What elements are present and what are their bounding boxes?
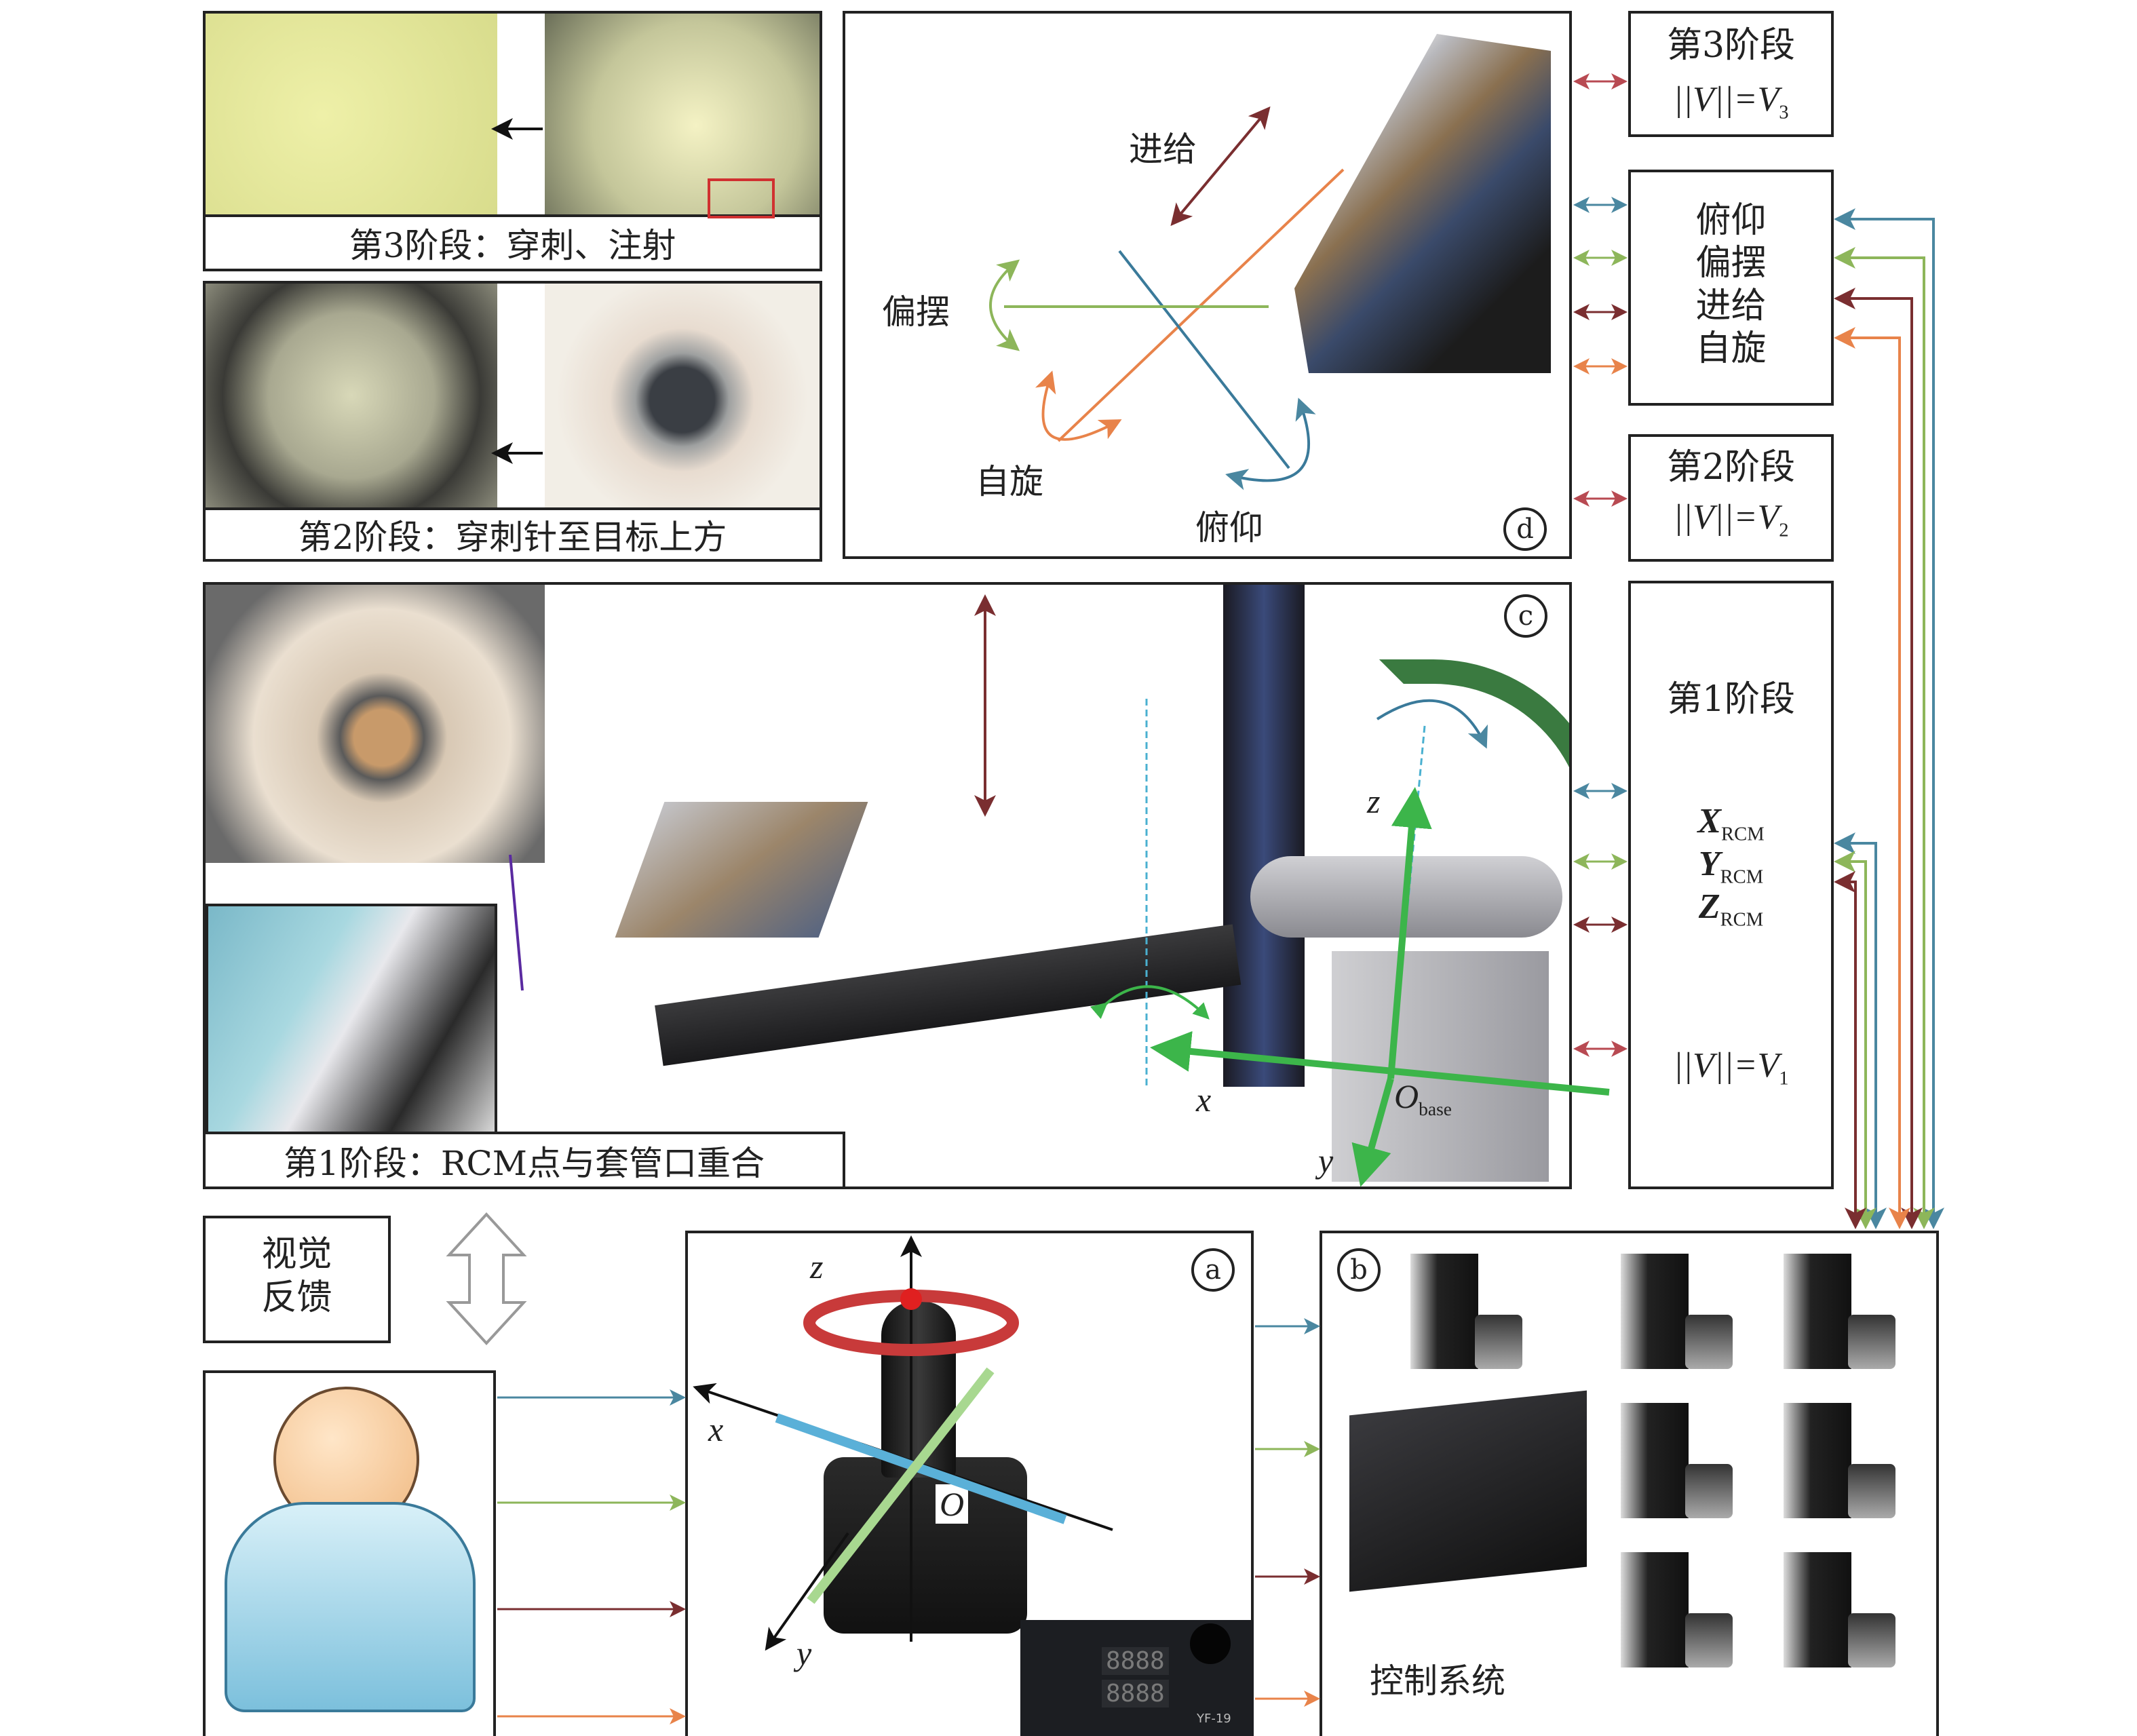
servo-motor-icon bbox=[1475, 1315, 1522, 1369]
stage3-box: 第3阶段 ||V||=V3 bbox=[1628, 11, 1834, 137]
visual-feedback-box: 视觉 反馈 bbox=[203, 1216, 391, 1343]
servo-drive-icon bbox=[1784, 1254, 1895, 1369]
control-to-stage-lines bbox=[1834, 208, 1944, 1229]
speed-sub: 3 bbox=[1779, 102, 1789, 123]
coord-sub: RCM bbox=[1720, 866, 1764, 888]
servo-drive-icon bbox=[1621, 1403, 1733, 1518]
operator-box bbox=[203, 1370, 496, 1736]
joystick-origin: O bbox=[936, 1484, 969, 1524]
stage2-closeup-photo bbox=[206, 284, 497, 507]
coord-sub: RCM bbox=[1721, 824, 1765, 845]
motion-pitch-label: 俯仰 bbox=[1195, 508, 1263, 547]
speed-lhs: ||V||= bbox=[1673, 80, 1758, 119]
control-system-title: 控制系统 bbox=[1370, 1661, 1505, 1701]
servo-motor-icon bbox=[1685, 1315, 1733, 1369]
stage2-caption: 第2阶段：穿刺针至目标上方 bbox=[203, 507, 822, 562]
stage2-eye-photo bbox=[545, 284, 820, 507]
servo-drive-icon bbox=[1621, 1552, 1733, 1667]
joystick-to-control-arrows bbox=[1255, 1318, 1320, 1707]
servo-drive-icon bbox=[1410, 1254, 1522, 1369]
device-model: YF-19 bbox=[1197, 1712, 1231, 1726]
motion-yaw-label: 偏摆 bbox=[882, 292, 950, 332]
speed-lhs: ||V||= bbox=[1673, 1046, 1758, 1085]
display-1: 8888 bbox=[1102, 1647, 1169, 1675]
coord-x-rcm: XRCM bbox=[1631, 801, 1831, 847]
photo-zoom-arrows bbox=[491, 118, 543, 464]
motion-roll-label: 自旋 bbox=[976, 462, 1043, 501]
stage1-title: 第1阶段 bbox=[1666, 679, 1796, 720]
stage1-caption: 第1阶段：RCM点与套管口重合 bbox=[203, 1132, 845, 1189]
stage3-title: 第3阶段 bbox=[1666, 25, 1796, 66]
origin-subscript: base bbox=[1419, 1098, 1452, 1119]
coord-var: X bbox=[1697, 802, 1722, 841]
operator-body-icon bbox=[225, 1502, 476, 1712]
stage2-title: 第2阶段 bbox=[1666, 447, 1796, 488]
axis-x-label: x bbox=[1196, 1081, 1212, 1119]
joystick-axis-x: x bbox=[708, 1410, 724, 1448]
panel-d-end-effector: d 进给 偏摆 自旋 俯仰 bbox=[843, 11, 1572, 559]
joystick-axes bbox=[693, 1235, 1113, 1651]
stage2-box: 第2阶段 ||V||=V2 bbox=[1628, 434, 1834, 562]
servo-motor-icon bbox=[1848, 1315, 1895, 1369]
stage2-photo-panel: 第2阶段：穿刺针至目标上方 bbox=[203, 281, 822, 562]
coord-y-rcm: YRCM bbox=[1631, 843, 1831, 889]
operator-to-joystick-arrows bbox=[497, 1389, 686, 1724]
motion-feed: 进给 bbox=[1695, 286, 1767, 326]
servo-drive-icon bbox=[1784, 1552, 1895, 1667]
panel-to-stage-arrows bbox=[1573, 73, 1628, 1057]
surgeon-microscope-photo bbox=[206, 904, 497, 1134]
target-highlight bbox=[708, 178, 775, 218]
panel-b-control-system: b 控制系统 bbox=[1320, 1231, 1939, 1736]
stage3-closeup-photo bbox=[206, 14, 497, 217]
coord-sub: RCM bbox=[1720, 909, 1764, 931]
visual-feedback-double-arrow[interactable] bbox=[446, 1212, 527, 1345]
origin-letter: O bbox=[1394, 1077, 1419, 1115]
stage1-box: 第1阶段 XRCM YRCM ZRCM ||V||=V1 bbox=[1628, 581, 1834, 1189]
visual-feedback-line1: 视觉 bbox=[261, 1234, 332, 1275]
speed-lhs: ||V||= bbox=[1673, 498, 1758, 537]
panel-b-label: b bbox=[1337, 1248, 1381, 1292]
joystick-axis-z: z bbox=[810, 1248, 824, 1286]
speed-var: V bbox=[1757, 498, 1779, 537]
axis-z-label: z bbox=[1367, 782, 1381, 820]
servo-motor-icon bbox=[1848, 1464, 1895, 1518]
stage3-speed: ||V||=V3 bbox=[1631, 79, 1831, 125]
speed-var: V bbox=[1757, 80, 1779, 119]
servo-motor-icon bbox=[1685, 1464, 1733, 1518]
motion-pitch: 俯仰 bbox=[1695, 200, 1767, 241]
control-knob bbox=[1190, 1623, 1231, 1664]
joystick-stick bbox=[881, 1301, 956, 1478]
panel-c-label: c bbox=[1504, 594, 1547, 638]
surgical-field-photo bbox=[206, 585, 545, 863]
visual-feedback-line2: 反馈 bbox=[261, 1277, 332, 1318]
origin-label: Obase bbox=[1394, 1077, 1452, 1120]
robot-column bbox=[1223, 585, 1305, 1087]
coord-z-rcm: ZRCM bbox=[1631, 886, 1831, 932]
motion-yaw: 偏摆 bbox=[1695, 243, 1767, 284]
stage1-speed: ||V||=V1 bbox=[1631, 1045, 1831, 1091]
control-panel-photo: 8888 8888 YF-19 bbox=[1020, 1620, 1254, 1736]
servo-motor-icon bbox=[1685, 1613, 1733, 1667]
motions-box: 俯仰 偏摆 进给 自旋 bbox=[1628, 170, 1834, 406]
axis-y-label: y bbox=[1318, 1142, 1334, 1180]
motion-roll: 自旋 bbox=[1695, 328, 1767, 369]
servo-motor-icon bbox=[1848, 1613, 1895, 1667]
speed-var: V bbox=[1757, 1046, 1779, 1085]
stage2-speed: ||V||=V2 bbox=[1631, 497, 1831, 543]
joystick-axis-y: y bbox=[796, 1634, 812, 1672]
speed-sub: 1 bbox=[1779, 1068, 1789, 1089]
servo-drive-icon bbox=[1784, 1403, 1895, 1518]
speed-sub: 2 bbox=[1779, 520, 1789, 541]
panel-c-axes bbox=[509, 594, 1610, 1187]
servo-drive-icon bbox=[1621, 1254, 1733, 1369]
coord-var: Y bbox=[1698, 845, 1720, 883]
coord-var: Z bbox=[1698, 887, 1720, 926]
panel-d-label: d bbox=[1503, 507, 1547, 551]
panel-a-label: a bbox=[1191, 1248, 1235, 1292]
stage3-caption: 第3阶段：穿刺、注射 bbox=[203, 214, 822, 271]
panel-d-motion-arrows bbox=[989, 106, 1345, 490]
display-2: 8888 bbox=[1102, 1680, 1169, 1708]
